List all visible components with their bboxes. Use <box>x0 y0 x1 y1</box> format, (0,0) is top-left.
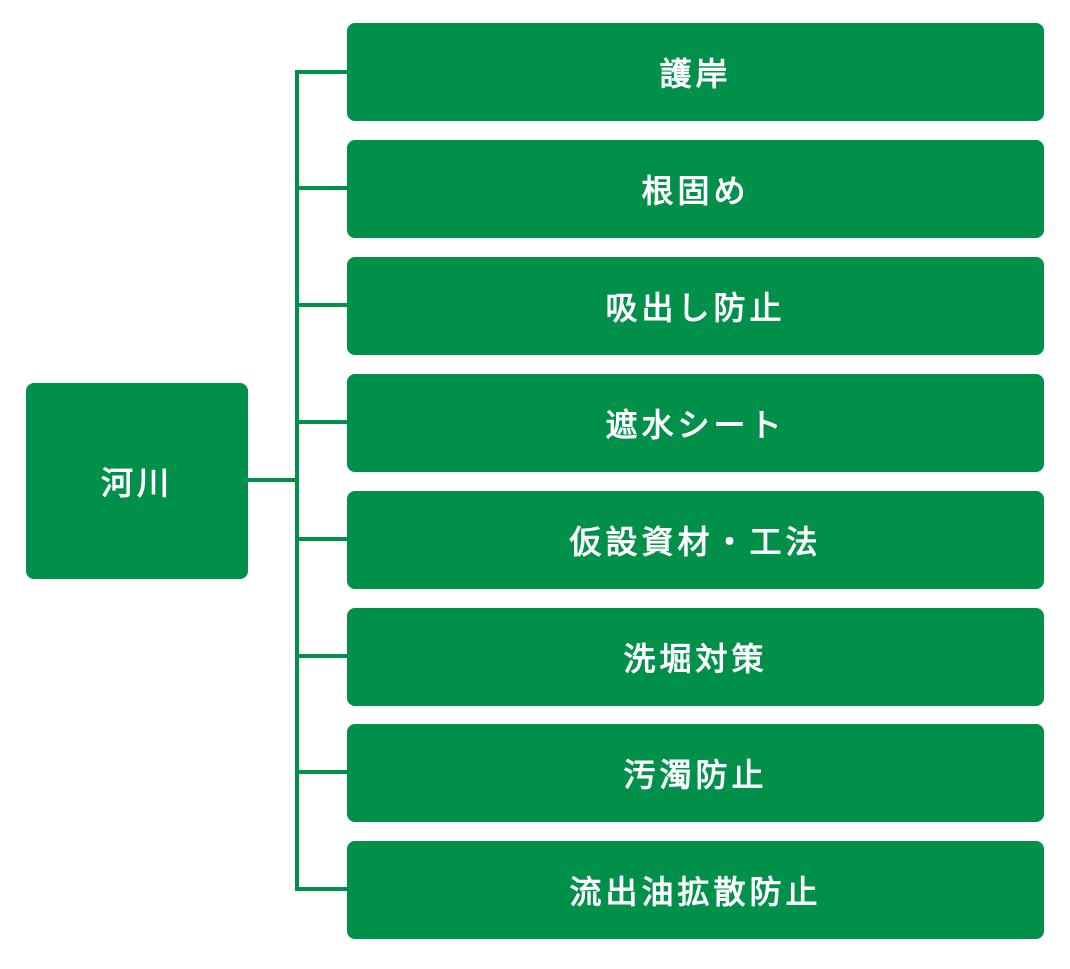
child-node-turbidity-prevention: 汚濁防止 <box>347 724 1044 822</box>
branch-connector <box>295 303 347 307</box>
child-node-label: 洗堀対策 <box>623 640 768 678</box>
child-node-label: 根固め <box>641 172 750 210</box>
child-node-foot-protection: 根固め <box>347 140 1044 238</box>
root-connector <box>248 478 297 482</box>
child-node-oil-spill-prevention: 流出油拡散防止 <box>347 841 1044 939</box>
child-node-label: 仮設資材・工法 <box>569 523 822 561</box>
branch-connector <box>295 420 347 424</box>
branch-connector <box>295 186 347 190</box>
child-node-revetment: 護岸 <box>347 23 1044 121</box>
child-node-suction-prevention: 吸出し防止 <box>347 257 1044 355</box>
child-node-temporary-materials: 仮設資材・工法 <box>347 491 1044 589</box>
child-node-label: 流出油拡散防止 <box>569 873 822 911</box>
root-node-label: 河川 <box>100 464 173 502</box>
branch-connector <box>295 537 347 541</box>
child-node-label: 遮水シート <box>605 406 786 444</box>
trunk-line <box>295 70 299 891</box>
branch-connector <box>295 770 347 774</box>
branch-connector <box>295 654 347 658</box>
child-node-label: 汚濁防止 <box>623 756 768 794</box>
child-node-label: 吸出し防止 <box>605 289 786 327</box>
child-node-waterproof-sheet: 遮水シート <box>347 374 1044 472</box>
root-node-river: 河川 <box>26 383 248 579</box>
branch-connector <box>295 70 347 74</box>
child-node-scour-countermeasures: 洗堀対策 <box>347 608 1044 706</box>
branch-connector <box>295 887 347 891</box>
child-node-label: 護岸 <box>659 55 732 93</box>
